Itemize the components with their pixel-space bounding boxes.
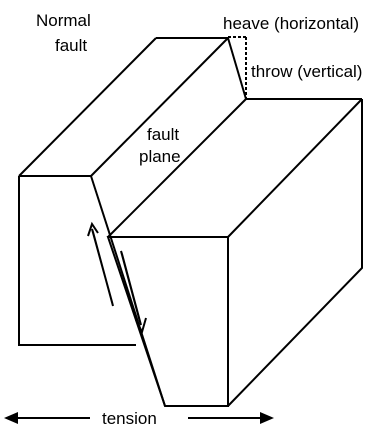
footwall-back-edge (18, 37, 157, 177)
slip-arrow-up (87, 221, 114, 307)
footwall-ridge-edge (90, 37, 229, 177)
slip-arrow-down (120, 250, 147, 335)
diagram-title-line1: Normal (36, 11, 91, 30)
throw-label: throw (vertical) (251, 62, 362, 81)
diagram-title-line2: fault (55, 36, 87, 55)
fault-plane-label-line2: plane (139, 147, 181, 166)
tension-arrowhead-right (260, 412, 274, 424)
footwall-block-outline (18, 176, 136, 346)
hanging-wall-top-right-edge (227, 98, 363, 238)
fault-plane-label-line1: fault (147, 125, 179, 144)
fault-plane-upper-trace (227, 37, 247, 100)
hanging-wall-top-left-edge (107, 98, 247, 238)
tension-arrow (4, 412, 274, 424)
heave-label: heave (horizontal) (223, 14, 359, 33)
tension-arrowhead-left (4, 412, 18, 424)
hanging-wall-right-face (227, 99, 363, 407)
hanging-wall-front-face (106, 236, 229, 407)
tension-label: tension (102, 409, 157, 428)
